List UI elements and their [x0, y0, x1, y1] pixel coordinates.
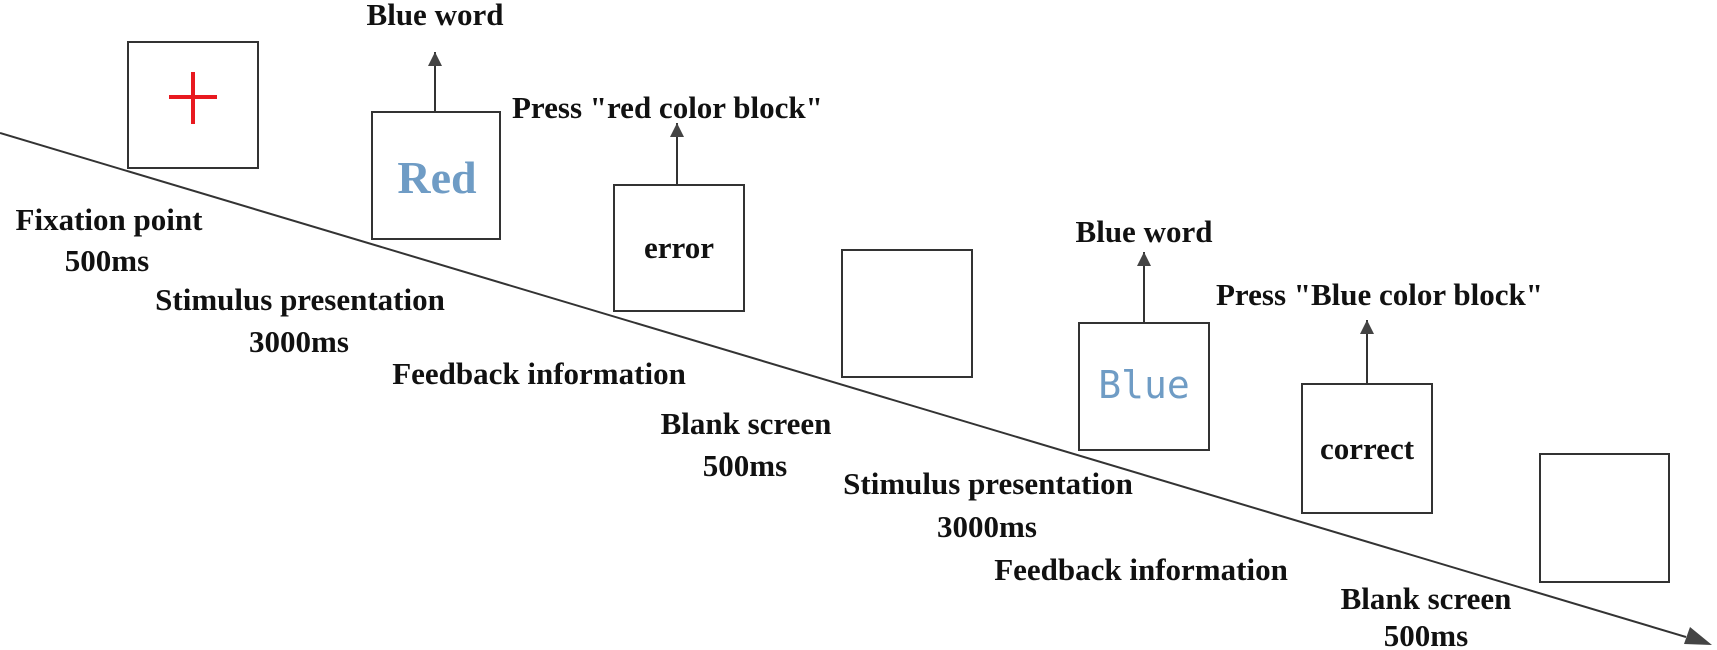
- timeline-line: [0, 132, 1687, 638]
- timeline-arrowhead: [1684, 627, 1712, 645]
- blank-screen-1: [841, 249, 973, 378]
- feedback-screen-2: correct: [1301, 320, 1433, 514]
- fixation-screen: [127, 41, 259, 169]
- blank-1-label: Blank screen: [661, 406, 832, 441]
- stimulus-1-color-note: Blue word: [367, 0, 504, 32]
- stimulus-2-label: Stimulus presentation: [843, 466, 1133, 501]
- feedback-2-label: Feedback information: [994, 552, 1288, 587]
- fixation-label: Fixation point: [16, 202, 204, 237]
- fixation-duration: 500ms: [65, 243, 149, 278]
- stimulus-1-duration: 3000ms: [249, 324, 349, 359]
- response-2-note: Press "Blue color block": [1216, 277, 1543, 312]
- feedback-text-2: correct: [1320, 431, 1415, 466]
- stimulus-word-2: Blue: [1098, 363, 1190, 407]
- blank-screen-2: [1539, 453, 1670, 583]
- stimulus-2-color-note: Blue word: [1076, 214, 1213, 249]
- response-1-note: Press "red color block": [512, 90, 823, 125]
- blank-2-duration: 500ms: [1384, 618, 1468, 650]
- stimulus-2-duration: 3000ms: [937, 509, 1037, 544]
- stimulus-1-label: Stimulus presentation: [155, 282, 445, 317]
- blank-2-label: Blank screen: [1341, 581, 1512, 616]
- feedback-screen-1: error: [613, 123, 745, 312]
- stimulus-screen-1: Red: [371, 52, 501, 240]
- feedback-text-1: error: [644, 230, 714, 265]
- stimulus-screen-2: Blue: [1078, 252, 1210, 451]
- stimulus-word-1: Red: [397, 152, 477, 203]
- feedback-1-label: Feedback information: [392, 356, 686, 391]
- blank-1-duration: 500ms: [703, 448, 787, 483]
